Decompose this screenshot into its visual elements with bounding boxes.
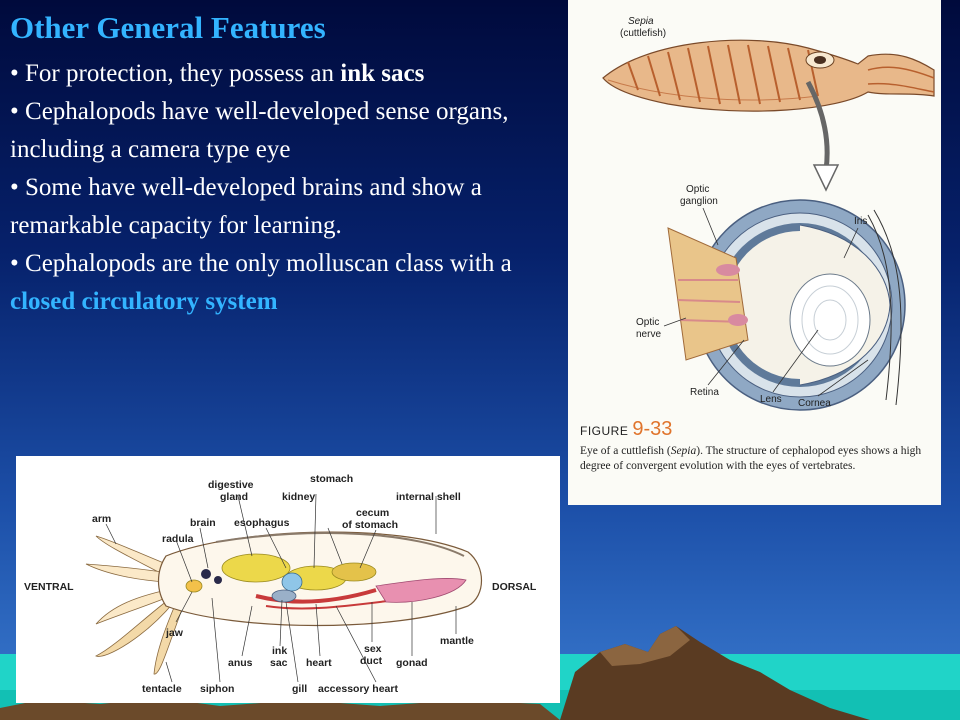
anatomy-figure-panel: stomach digestive gland kidney internal …: [16, 456, 560, 703]
squid-anatomy-diagram: stomach digestive gland kidney internal …: [24, 473, 537, 695]
bullet-text: Cephalopods are the only molluscan class…: [18, 250, 512, 277]
optic-nerve-label-1: Optic: [636, 317, 659, 328]
label-ventral: VENTRAL: [24, 581, 74, 593]
label-sex-duct-2: duct: [360, 655, 383, 667]
label-kidney: kidney: [282, 491, 315, 503]
caption-text-end: ). The structure of cephalopod eyes show…: [580, 445, 922, 472]
label-cecum-1: cecum: [356, 507, 389, 519]
label-stomach: stomach: [310, 473, 353, 485]
label-dorsal: DORSAL: [492, 581, 537, 593]
slide-title: Other General Features: [10, 10, 326, 45]
label-cecum-2: of stomach: [342, 519, 398, 531]
species-common-label: (cuttlefish): [620, 28, 666, 39]
bullet-circulatory: • Cephalopods are the only molluscan cla…: [10, 245, 535, 321]
label-gill: gill: [292, 683, 307, 695]
label-digestive-gland-2: gland: [220, 491, 248, 503]
bullet-highlight: closed circulatory system: [10, 288, 278, 315]
bullet-text: Cephalopods have well-developed sense or…: [10, 98, 509, 163]
squid-body: [85, 531, 482, 675]
caption-text-start: Eye of a cuttlefish (: [580, 445, 671, 457]
eye-cross-section: [667, 199, 906, 411]
caption-number: 9-33: [632, 418, 673, 440]
bullet-marker: •: [10, 174, 19, 201]
bullet-emphasis: ink sacs: [340, 60, 425, 87]
label-sex-duct-1: sex: [364, 643, 382, 655]
cuttlefish-illustration: [602, 39, 935, 112]
bullet-marker: •: [10, 60, 19, 87]
eye-figure-panel: Sepia (cuttlefish): [568, 0, 941, 505]
label-arm: arm: [92, 513, 111, 525]
label-anus: anus: [228, 657, 253, 669]
label-accessory-heart: accessory heart: [318, 683, 398, 695]
retina-label: Retina: [690, 387, 719, 398]
bullet-list: • For protection, they possess an ink sa…: [10, 55, 535, 321]
bullet-brains: • Some have well-developed brains and sh…: [10, 169, 535, 245]
bullet-sense-organs: • Cephalopods have well-developed sense …: [10, 93, 535, 169]
label-tentacle: tentacle: [142, 683, 182, 695]
eye-diagram: Sepia (cuttlefish): [602, 16, 935, 411]
optic-ganglion-label-1: Optic: [686, 184, 709, 195]
label-heart: heart: [306, 657, 332, 669]
label-siphon: siphon: [200, 683, 234, 695]
label-gonad: gonad: [396, 657, 428, 669]
label-radula: radula: [162, 533, 194, 545]
iris-label: Iris: [854, 216, 867, 227]
label-digestive-gland-1: digestive: [208, 479, 254, 491]
species-label: Sepia: [628, 16, 654, 27]
label-esophagus: esophagus: [234, 517, 290, 529]
caption-label: FIGURE: [580, 424, 629, 438]
bullet-text: For protection, they possess an: [18, 60, 341, 87]
bullet-text: Some have well-developed brains and show…: [10, 174, 482, 239]
bullet-ink-sacs: • For protection, they possess an ink sa…: [10, 55, 535, 93]
label-ink-sac-2: sac: [270, 657, 288, 669]
leader-lines: [105, 493, 457, 683]
label-internal-shell: internal shell: [396, 491, 461, 503]
label-ink-sac-1: ink: [272, 645, 287, 657]
cornea-label: Cornea: [798, 398, 831, 409]
optic-ganglion-label-2: ganglion: [680, 196, 718, 207]
label-mantle: mantle: [440, 635, 474, 647]
label-jaw: jaw: [165, 627, 184, 639]
label-brain: brain: [190, 517, 216, 529]
bullet-marker: •: [10, 250, 19, 277]
lens-label: Lens: [760, 394, 782, 405]
caption-text: Eye of a cuttlefish (Sepia). The structu…: [580, 444, 930, 474]
caption-italic: Sepia: [670, 445, 697, 457]
optic-nerve-label-2: nerve: [636, 329, 661, 340]
bullet-marker: •: [10, 98, 19, 125]
